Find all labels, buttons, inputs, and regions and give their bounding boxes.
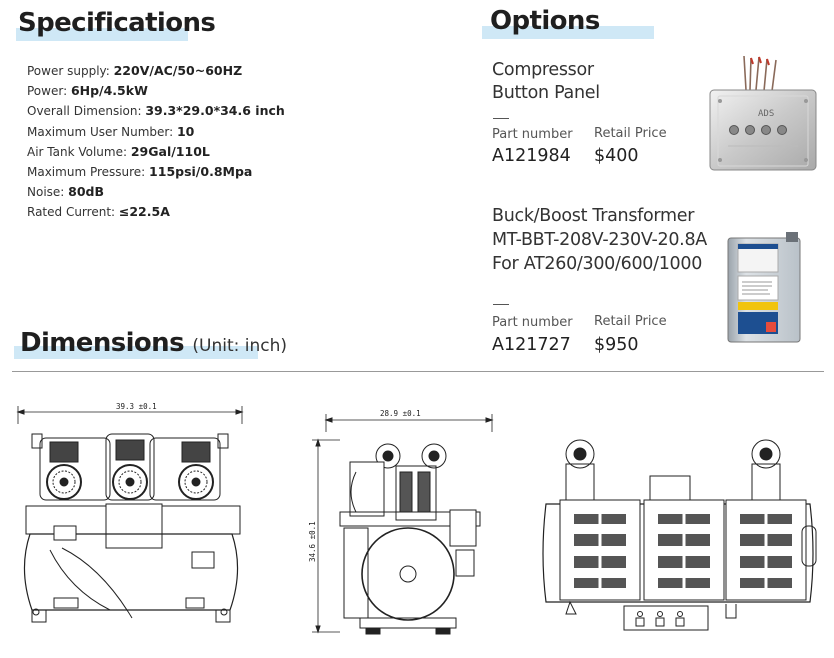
heading-highlight — [482, 26, 654, 39]
dimensions-title: Dimensions (Unit: inch) — [20, 328, 287, 358]
heading-highlight — [14, 346, 258, 359]
option-title-line: Buck/Boost Transformer — [492, 206, 695, 226]
option-title-line: Button Panel — [492, 83, 600, 103]
spec-value: ≤22.5A — [118, 204, 170, 220]
spec-row: Rated Current: ≤22.5A — [27, 202, 285, 222]
spec-label: Noise: — [27, 185, 69, 200]
depth-dimension-label: 28.9 ±0.1 — [380, 409, 421, 418]
price-value: $400 — [594, 146, 639, 166]
spec-label: Maximum Pressure: — [27, 165, 150, 180]
retail-price-label: Retail Price — [594, 126, 667, 141]
spec-value: 220V/AC/50~60HZ — [113, 63, 243, 78]
side-view-drawing: 28.9 ±0.1 34.6 ±0.1 — [308, 409, 494, 635]
price-value: $950 — [594, 335, 639, 355]
spec-value: 29Gal/110L — [130, 143, 210, 159]
spec-label: Rated Current: — [27, 205, 119, 220]
option-title-line: MT-BBT-208V-230V-20.8A — [492, 230, 707, 250]
option-dash — [493, 304, 509, 305]
spec-row: Power: 6Hp/4.5kW — [27, 81, 285, 101]
spec-row: Power supply: 220V/AC/50~60HZ — [27, 61, 285, 81]
option-dash — [493, 118, 509, 119]
top-view-drawing — [542, 439, 817, 631]
spec-row: Overall Dimension: 39.3*29.0*34.6 inch — [27, 101, 285, 121]
spec-row: Air Tank Volume: 29Gal/110L — [27, 142, 285, 162]
spec-row: Noise: 80dB — [27, 182, 285, 202]
spec-row: Maximum Pressure: 115psi/0.8Mpa — [27, 162, 285, 182]
part-number-label: Part number — [492, 315, 573, 330]
specifications-title: Specifications — [18, 8, 216, 38]
spec-value: 10 — [176, 123, 195, 139]
part-number-value: A121727 — [492, 335, 571, 355]
dimensions-heading-text: Dimensions — [20, 328, 185, 358]
spec-label: Power: — [27, 84, 71, 99]
options-heading: Options — [482, 6, 654, 39]
transformer-photo — [727, 232, 801, 343]
width-dimension-label: 39.3 ±0.1 — [116, 402, 157, 411]
dimensions-unit: (Unit: inch) — [192, 336, 288, 356]
spec-label: Power supply: — [27, 64, 114, 78]
height-dimension-label: 34.6 ±0.1 — [308, 521, 317, 562]
front-view-drawing: 39.3 ±0.1 — [16, 402, 244, 623]
dimensions-heading: Dimensions (Unit: inch) — [14, 328, 287, 359]
heading-highlight — [16, 28, 188, 41]
part-number-label: Part number — [492, 127, 573, 142]
spec-value: 39.3*29.0*34.6 inch — [145, 103, 285, 119]
retail-price-label: Retail Price — [594, 314, 667, 329]
option-title-line: For AT260/300/600/1000 — [492, 254, 703, 274]
spec-value: 80dB — [68, 184, 105, 200]
part-number-value: A121984 — [492, 146, 571, 166]
spec-label: Overall Dimension: — [27, 104, 146, 119]
spec-label: Maximum User Number: — [27, 124, 177, 139]
spec-row: Maximum User Number: 10 — [27, 122, 285, 142]
option-title-line: Compressor — [492, 60, 594, 80]
button-panel-photo: ADS — [709, 55, 817, 171]
section-divider — [12, 371, 824, 372]
panel-logo: ADS — [758, 109, 774, 119]
spec-label: Air Tank Volume: — [27, 144, 131, 159]
spec-value: 115psi/0.8Mpa — [149, 164, 253, 180]
specifications-heading: Specifications — [16, 8, 216, 41]
options-title: Options — [490, 6, 600, 36]
spec-value: 6Hp/4.5kW — [70, 83, 148, 99]
